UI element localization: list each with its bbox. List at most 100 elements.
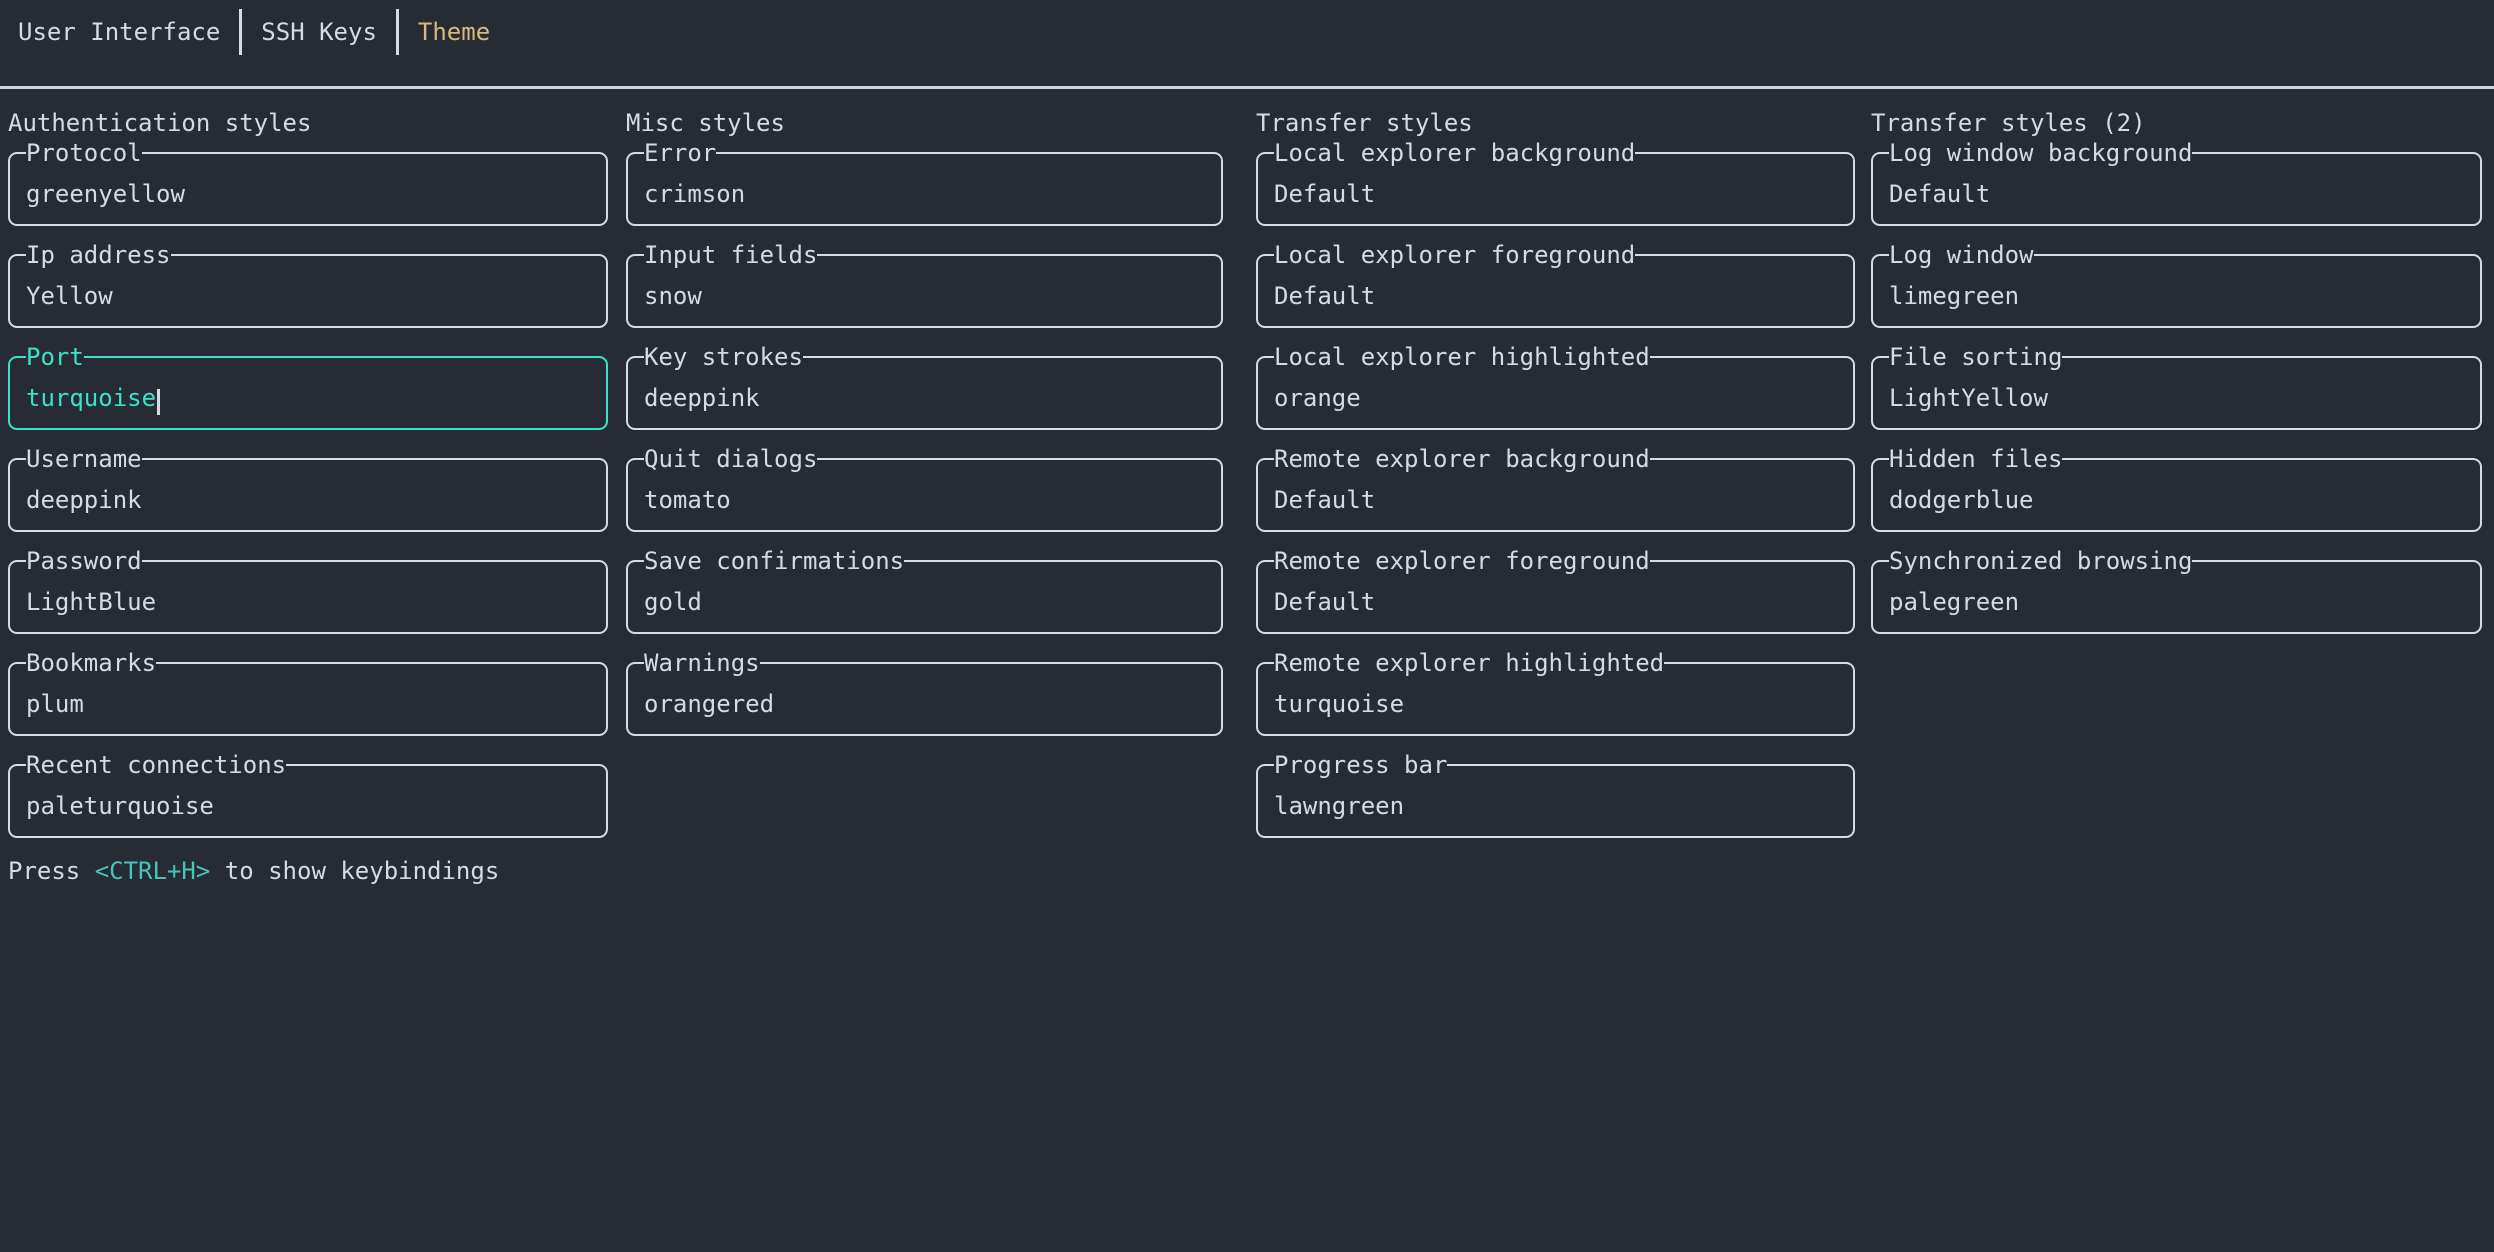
field-label: Synchronized browsing — [1889, 547, 2193, 575]
tab-user-interface[interactable]: User Interface — [18, 18, 221, 46]
field-value-text: paleturquoise — [26, 792, 214, 820]
field-label: Remote explorer highlighted — [1274, 649, 1665, 677]
field-label: Local explorer background — [1274, 139, 1636, 167]
field-value-text: Default — [1274, 282, 1376, 310]
field-value: turquoise — [26, 385, 161, 415]
field-value: Default — [1889, 181, 1990, 207]
field-value: Default — [1274, 181, 1375, 207]
column-title: Authentication styles — [8, 109, 312, 137]
header-rule — [0, 86, 2494, 89]
field-value: Default — [1274, 487, 1375, 513]
field-value-text: tomato — [644, 486, 731, 514]
keybindings-hint: Press <CTRL+H> to show keybindings — [8, 858, 499, 884]
field-value-text: Default — [1274, 588, 1376, 616]
field-label: Hidden files — [1889, 445, 2063, 473]
field-label: Remote explorer background — [1274, 445, 1650, 473]
field-value-text: palegreen — [1889, 588, 2020, 616]
hint-suffix: to show keybindings — [210, 857, 500, 885]
field-value: crimson — [644, 181, 745, 207]
field-value-text: plum — [26, 690, 84, 718]
field-value: snow — [644, 283, 702, 309]
field-value-text: Default — [1274, 180, 1376, 208]
field-quit-dialogs[interactable]: Quit dialogs tomato — [626, 446, 1223, 532]
field-label: Remote explorer foreground — [1274, 547, 1650, 575]
column-title: Transfer styles (2) — [1871, 109, 2146, 137]
field-label: Warnings — [644, 649, 760, 677]
field-label: Progress bar — [1274, 751, 1448, 779]
field-value-text: turquoise — [1274, 690, 1405, 718]
field-value: LightYellow — [1889, 385, 2048, 411]
field-value-text: Default — [1889, 180, 1991, 208]
field-value-text: gold — [644, 588, 702, 616]
field-value: Default — [1274, 283, 1375, 309]
column-title: Transfer styles — [1256, 109, 1473, 137]
field-label: Quit dialogs — [644, 445, 818, 473]
field-value-text: deeppink — [644, 384, 760, 412]
field-value: LightBlue — [26, 589, 156, 615]
field-label: Port — [26, 343, 84, 371]
field-value-text: Yellow — [26, 282, 113, 310]
field-label: Input fields — [644, 241, 818, 269]
field-label: Password — [26, 547, 142, 575]
field-value-text: deeppink — [26, 486, 142, 514]
field-value: palegreen — [1889, 589, 2019, 615]
field-value-text: orangered — [644, 690, 775, 718]
field-label: Local explorer foreground — [1274, 241, 1636, 269]
field-port[interactable]: Port turquoise — [8, 344, 608, 430]
field-remote-explorer-highlighted[interactable]: Remote explorer highlighted turquoise — [1256, 650, 1855, 736]
field-value-text: limegreen — [1889, 282, 2020, 310]
field-label: Local explorer highlighted — [1274, 343, 1650, 371]
field-value: orangered — [644, 691, 774, 717]
column-title: Misc styles — [626, 109, 785, 137]
field-value-text: snow — [644, 282, 702, 310]
field-label: Protocol — [26, 139, 142, 167]
field-progress-bar[interactable]: Progress bar lawngreen — [1256, 752, 1855, 838]
field-value: Yellow — [26, 283, 113, 309]
field-label: Ip address — [26, 241, 171, 269]
field-value: tomato — [644, 487, 731, 513]
field-label: Log window — [1889, 241, 2034, 269]
field-value: deeppink — [644, 385, 760, 411]
tab-separator — [239, 9, 243, 55]
tab-ssh-keys[interactable]: SSH Keys — [261, 18, 377, 46]
field-value: limegreen — [1889, 283, 2019, 309]
field-value: plum — [26, 691, 84, 717]
field-input-fields[interactable]: Input fields snow — [626, 242, 1223, 328]
field-value-text: LightBlue — [26, 588, 157, 616]
field-value-text: lawngreen — [1274, 792, 1405, 820]
field-label: Error — [644, 139, 717, 167]
field-value: lawngreen — [1274, 793, 1404, 819]
field-label: Username — [26, 445, 142, 473]
field-value: turquoise — [1274, 691, 1404, 717]
field-value: gold — [644, 589, 702, 615]
field-username[interactable]: Username deeppink — [8, 446, 608, 532]
field-warnings[interactable]: Warnings orangered — [626, 650, 1223, 736]
tab-separator — [395, 9, 399, 55]
field-value-text: crimson — [644, 180, 746, 208]
field-local-explorer-highlighted[interactable]: Local explorer highlighted orange — [1256, 344, 1855, 430]
field-synchronized-browsing[interactable]: Synchronized browsing palegreen — [1871, 548, 2482, 634]
hint-prefix: Press — [8, 857, 95, 885]
tab-theme[interactable]: Theme — [417, 18, 491, 46]
text-cursor — [157, 389, 161, 415]
field-log-window[interactable]: Log window limegreen — [1871, 242, 2482, 328]
field-label: File sorting — [1889, 343, 2063, 371]
field-error[interactable]: Error crimson — [626, 140, 1223, 226]
field-value-text: orange — [1274, 384, 1361, 412]
field-value: paleturquoise — [26, 793, 214, 819]
